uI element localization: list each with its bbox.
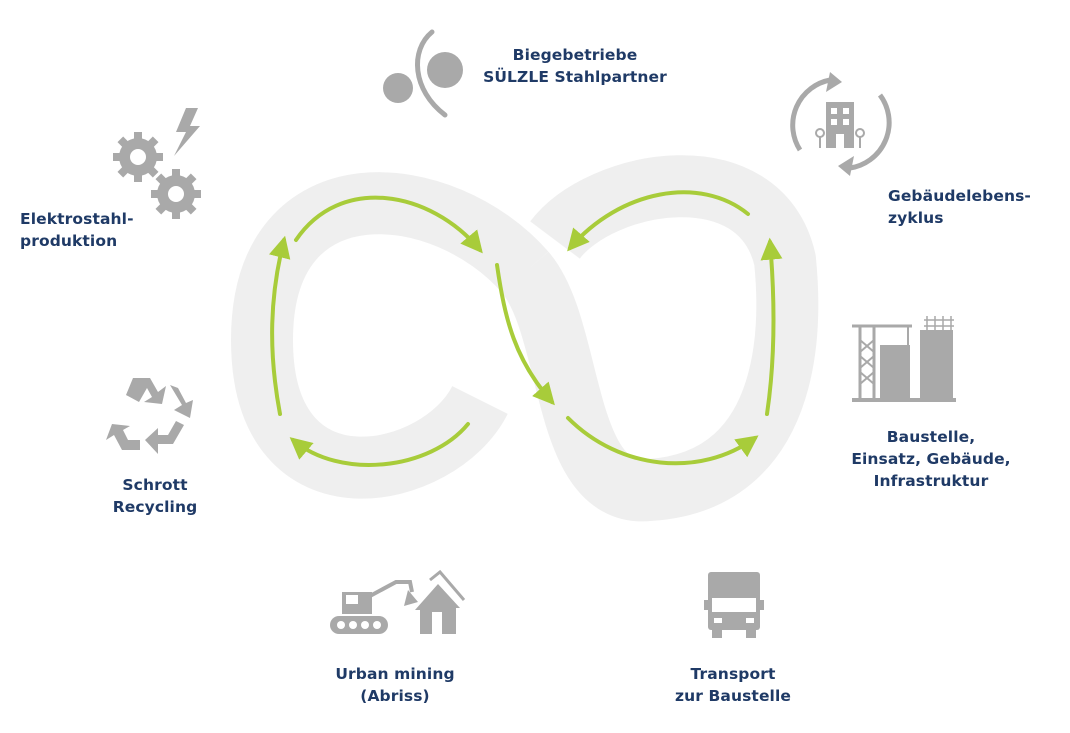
label-gebaeude-line2: zyklus [888, 209, 944, 227]
flow-arrows [269, 190, 783, 467]
label-urban-mining-line2: (Abriss) [360, 687, 430, 705]
label-biegebetriebe: Biegebetriebe SÜLZLE Stahlpartner [480, 44, 670, 88]
truck-icon [704, 572, 764, 638]
arrow-left-up [269, 235, 291, 416]
arrow-right-top [567, 190, 750, 252]
label-transport-line1: Transport [690, 665, 776, 683]
label-schrott-recycling: Schrott Recycling [100, 474, 210, 518]
gears-lightning-icon [113, 108, 201, 219]
label-transport-line2: zur Baustelle [675, 687, 791, 705]
label-baustelle-line1: Baustelle, [886, 428, 976, 446]
label-baustelle: Baustelle, Einsatz, Gebäude, Infrastrukt… [848, 426, 1014, 492]
arrow-right-bottom [566, 416, 759, 466]
bending-icon [383, 29, 463, 118]
label-schrott-line1: Schrott [122, 476, 188, 494]
arrow-center-down [495, 263, 555, 406]
label-urban-mining-line1: Urban mining [335, 665, 455, 683]
construction-site-icon [852, 316, 956, 402]
infinity-loop-track [231, 155, 819, 522]
label-biegebetriebe-line2: SÜLZLE Stahlpartner [483, 68, 667, 86]
label-urban-mining: Urban mining (Abriss) [322, 663, 468, 707]
label-gebaeude-line1: Gebäudelebens- [888, 187, 1031, 205]
excavator-demolition-icon [330, 569, 466, 634]
label-biegebetriebe-line1: Biegebetriebe [512, 46, 638, 64]
label-baustelle-line3: Infrastruktur [873, 472, 989, 490]
label-transport: Transport zur Baustelle [662, 663, 804, 707]
label-elektrostahl-line2: produktion [20, 232, 118, 250]
label-schrott-line2: Recycling [112, 498, 198, 516]
recycle-icon [106, 378, 193, 454]
label-baustelle-line2: Einsatz, Gebäude, [851, 450, 1011, 468]
label-elektrostahl-line1: Elektrostahl- [20, 210, 134, 228]
label-gebaeudelebenszyklus: Gebäudelebens- zyklus [888, 185, 1031, 229]
label-elektrostahlproduktion: Elektrostahl- produktion [20, 208, 134, 252]
arrow-left-bottom [289, 422, 470, 467]
arrow-right-up [760, 237, 783, 416]
arrow-left-top [294, 195, 483, 254]
building-cycle-icon [790, 72, 892, 176]
